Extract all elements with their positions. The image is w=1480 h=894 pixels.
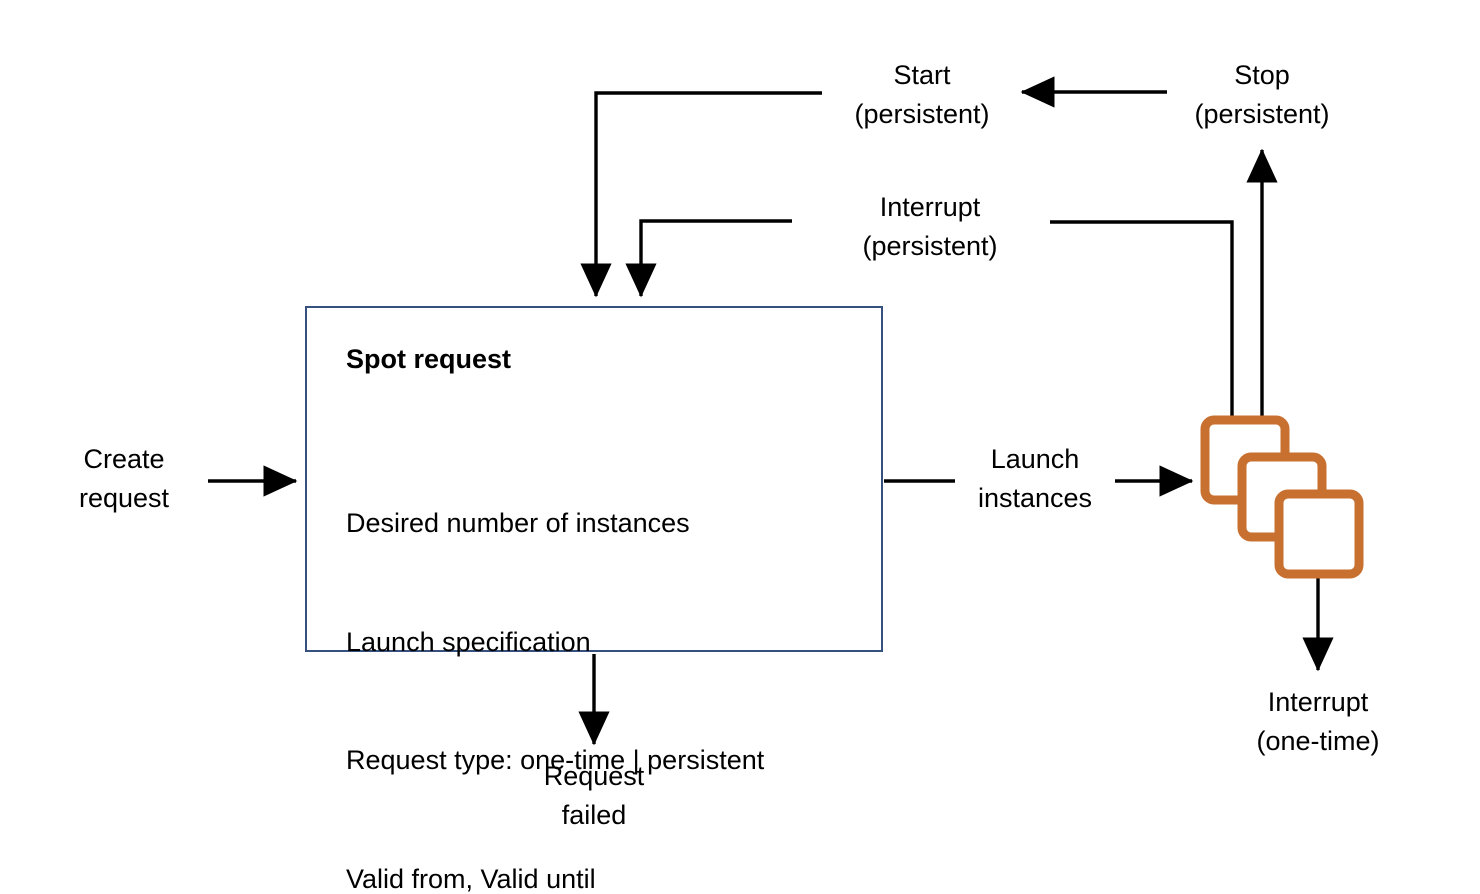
label-request-failed: Request failed bbox=[543, 761, 645, 830]
spot-request-heading: Spot request bbox=[346, 344, 512, 374]
label-interrupt-one-time: Interrupt (one-time) bbox=[1256, 687, 1380, 756]
label-create-request: Create request bbox=[78, 444, 170, 513]
spot-request-attribute: Desired number of instances bbox=[346, 508, 690, 538]
instance-stack-icon bbox=[1200, 415, 1364, 579]
spot-request-attribute: Valid from, Valid until bbox=[346, 863, 596, 894]
label-launch-instances: Launch instances bbox=[977, 444, 1093, 513]
label-interrupt-persistent: Interrupt (persistent) bbox=[862, 192, 998, 261]
edge-start-persistent bbox=[580, 91, 822, 298]
label-start-persistent: Start (persistent) bbox=[854, 60, 990, 129]
spot-request-attribute: Launch specification bbox=[346, 626, 591, 657]
edge-interrupt-persistent-out bbox=[1050, 220, 1234, 420]
edge-interrupt-persistent-in bbox=[625, 219, 792, 298]
spot-request-box bbox=[305, 306, 883, 652]
spot-request-attributes: Desired number of instances Launch speci… bbox=[346, 425, 764, 894]
label-stop-persistent: Stop (persistent) bbox=[1194, 60, 1330, 129]
spot-request-attribute: Request type: one-time | persistent bbox=[346, 745, 765, 775]
